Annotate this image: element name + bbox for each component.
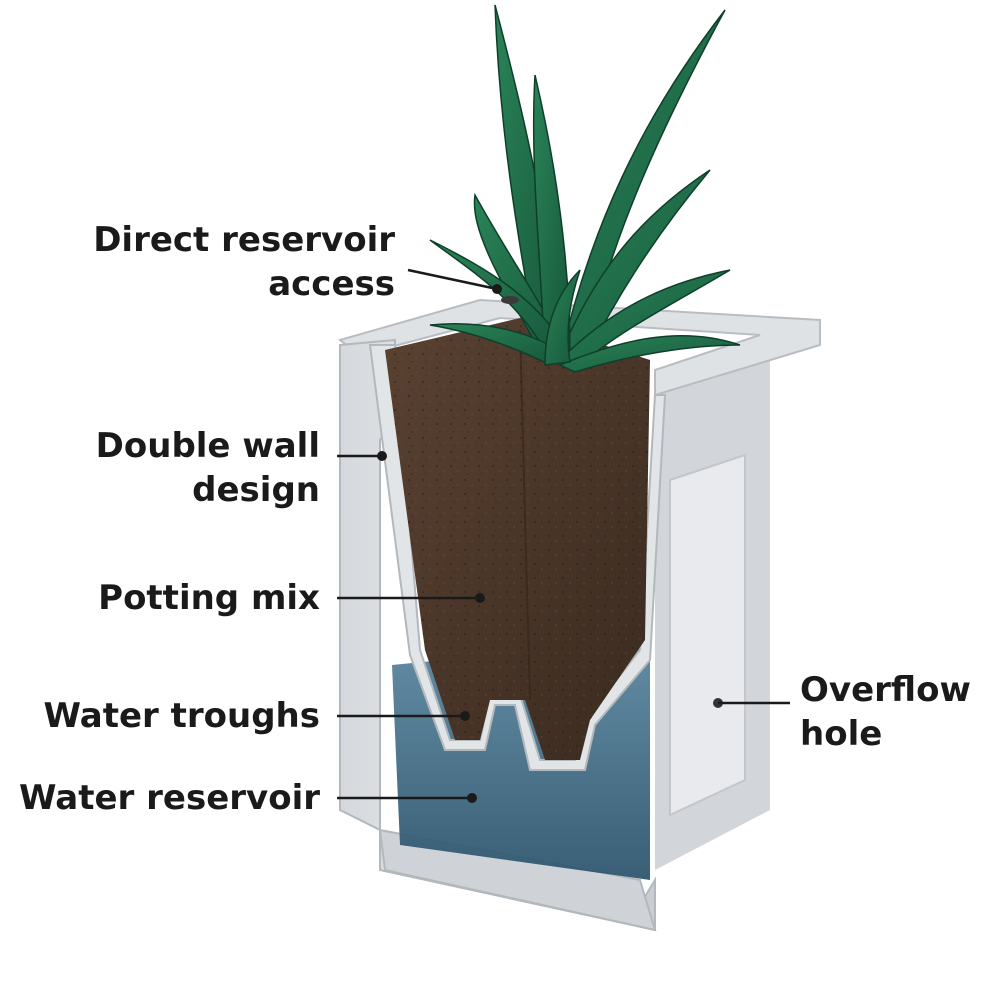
label-line: Water reservoir	[19, 778, 320, 818]
reservoir-access-hole	[501, 296, 519, 304]
leaf	[559, 9, 726, 361]
label-line: design	[192, 470, 320, 510]
label-line: Potting mix	[98, 578, 320, 618]
label-line: Direct reservoir	[93, 220, 395, 260]
label-line: hole	[800, 714, 883, 754]
leader-line-direct-reservoir-access	[407, 268, 498, 291]
leader-dot	[460, 711, 470, 721]
potting-mix-texture	[385, 318, 650, 760]
label-potting-mix: Potting mix	[98, 576, 320, 620]
planter-right-panel	[669, 453, 746, 817]
leader-dot	[475, 593, 485, 603]
label-direct-reservoir-access: Direct reservoir access	[93, 218, 395, 306]
leaf	[429, 323, 567, 366]
plant	[429, 4, 741, 373]
label-double-wall-design: Double wall design	[96, 424, 320, 512]
leaf	[558, 169, 711, 361]
leaf	[558, 269, 731, 366]
leaf	[544, 269, 581, 366]
label-line: access	[268, 264, 395, 304]
leader-lines	[337, 268, 790, 803]
leader-dot	[492, 284, 502, 294]
leaf	[429, 239, 572, 361]
leaf	[532, 74, 571, 361]
soil-corner-edge	[519, 329, 531, 701]
label-line: Overflow	[800, 670, 971, 710]
label-line: Double wall	[95, 426, 320, 466]
label-overflow-hole: Overflow hole	[800, 668, 971, 756]
label-water-troughs: Water troughs	[43, 694, 320, 738]
label-line: Water troughs	[43, 696, 320, 736]
leaf	[558, 335, 741, 373]
label-water-reservoir: Water reservoir	[19, 776, 320, 820]
leader-dot	[467, 793, 477, 803]
leader-dot	[377, 451, 387, 461]
